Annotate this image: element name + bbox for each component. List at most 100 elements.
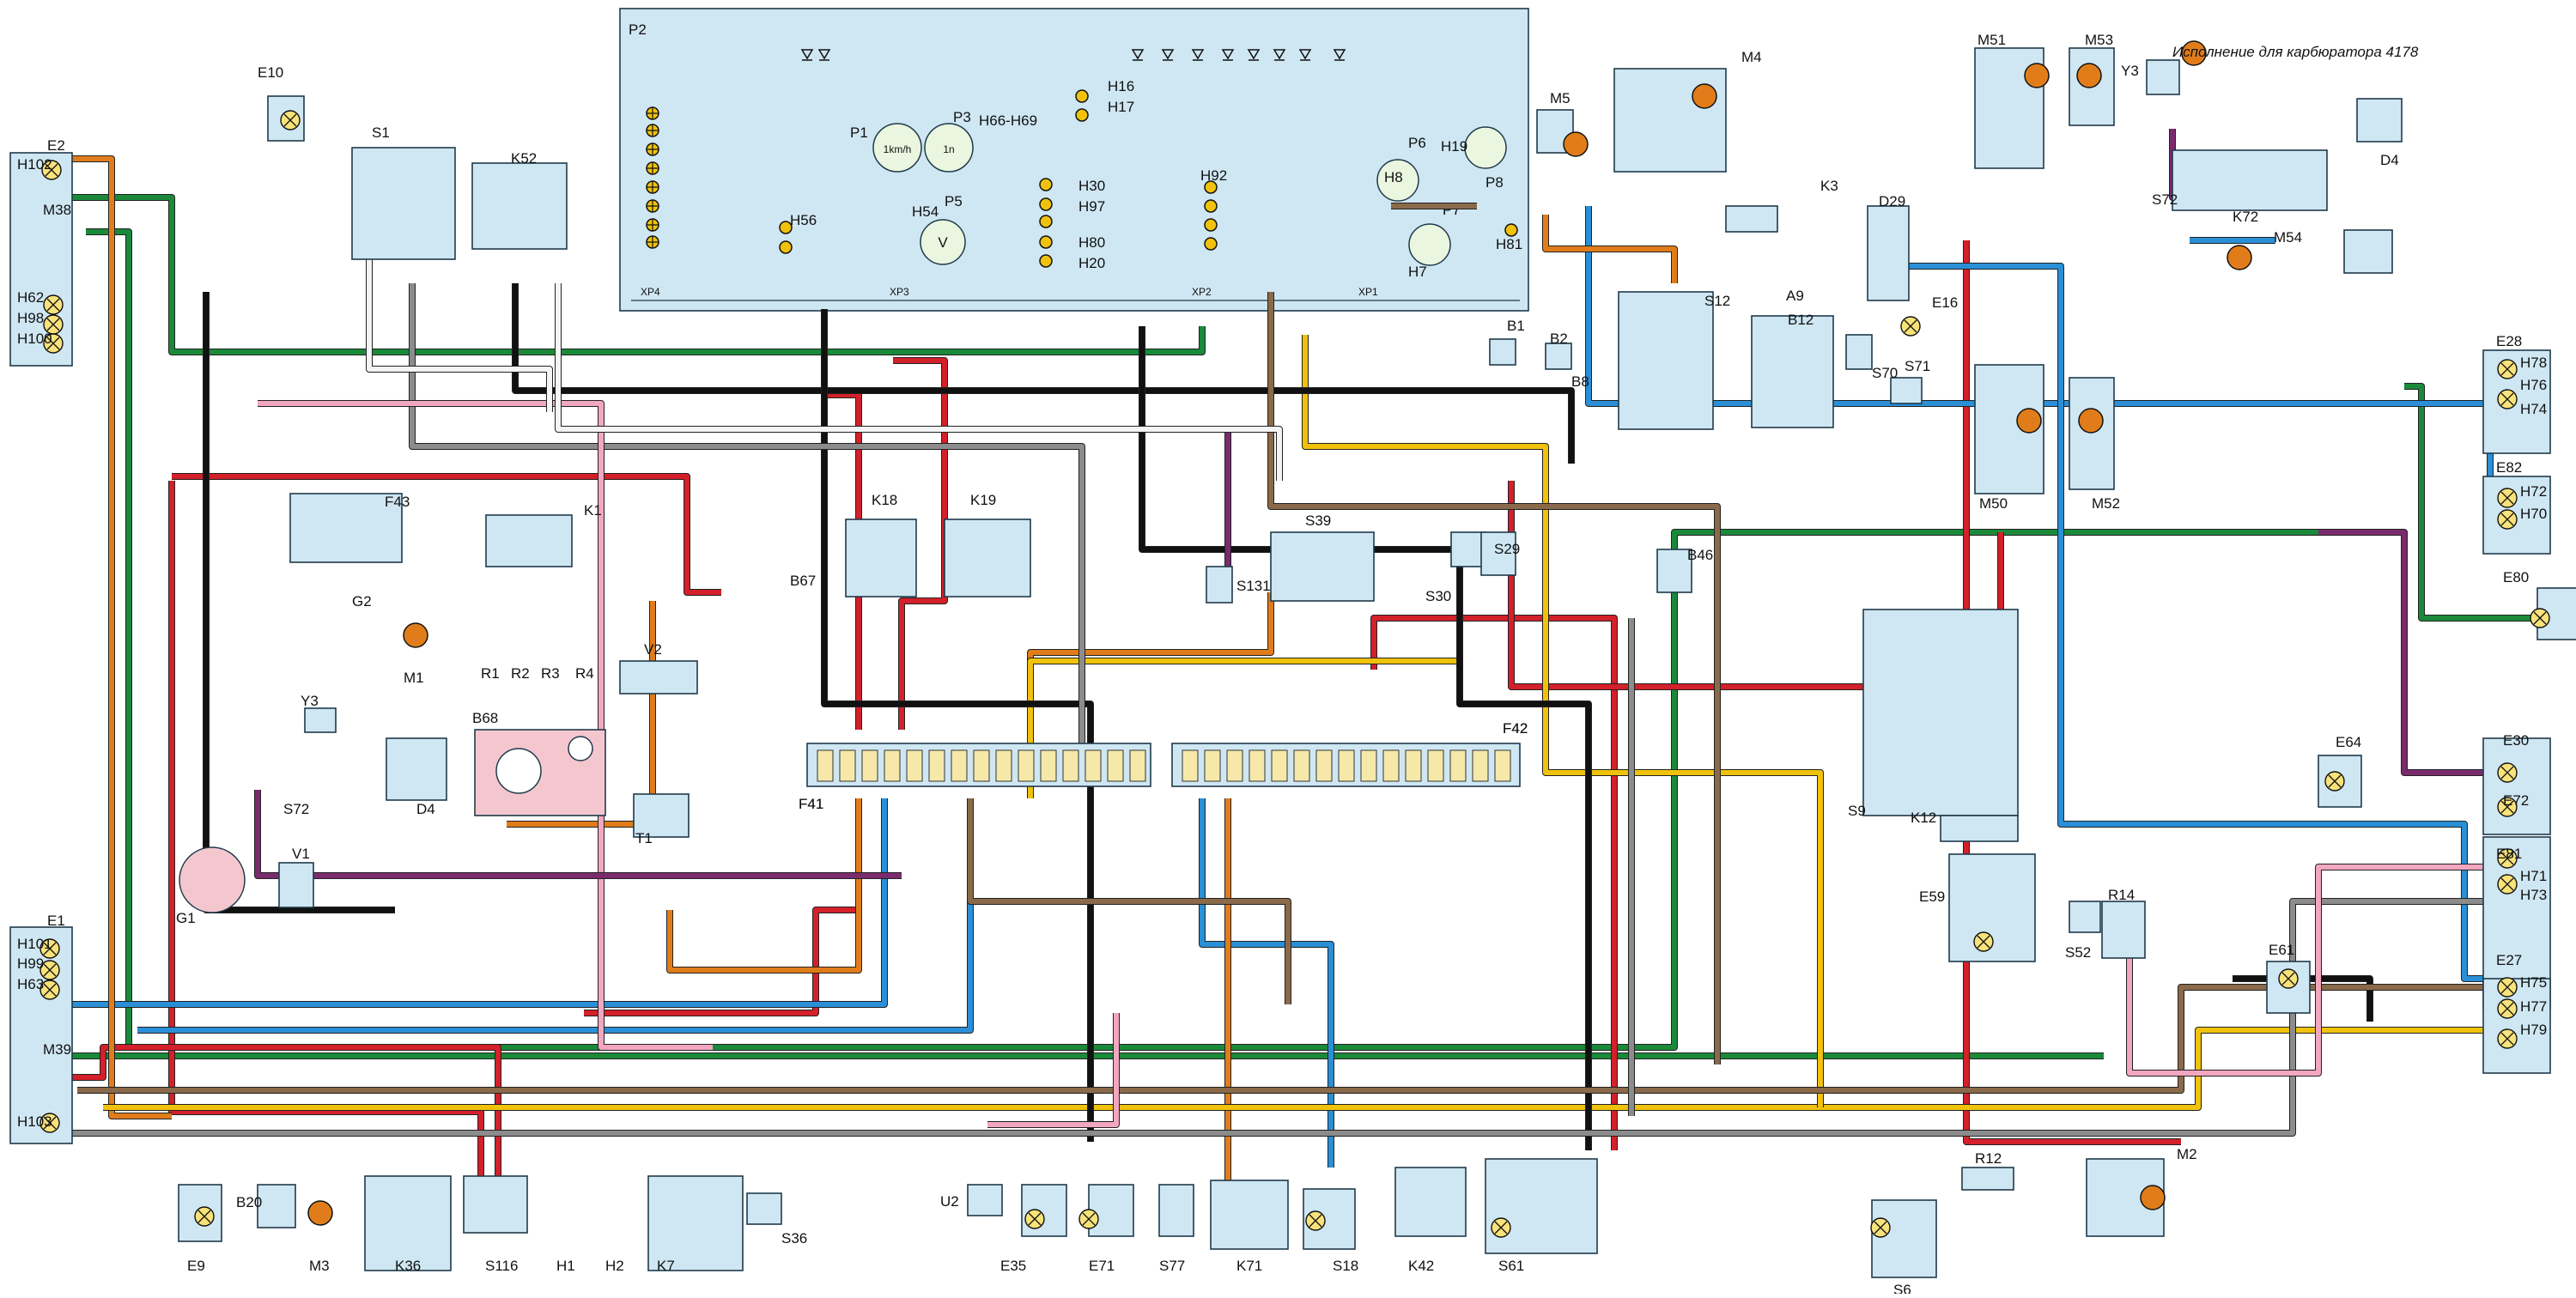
label-s39: S39 [1305,513,1331,529]
wire-black [513,283,1574,464]
fuse [995,749,1012,782]
component-box [2069,377,2115,490]
diode-icon [1333,49,1346,61]
component-box [2482,737,2551,835]
label-e72: E72 [2503,792,2529,809]
fuse [861,749,878,782]
diode-icon [1273,49,1286,61]
fuse [1129,749,1146,782]
label-h72: H72 [2520,483,2547,500]
label-r3: R3 [541,665,560,682]
wire-red [169,481,483,1176]
wire-white [367,172,552,412]
label-m2: M2 [2177,1146,2197,1162]
label-e30: E30 [2503,732,2529,749]
component-box [9,926,73,1144]
label-b20: B20 [236,1194,262,1210]
warning-lamp [779,221,793,234]
motors [307,40,2252,1226]
fuse [1271,749,1288,782]
warning-lamp [779,240,793,254]
label-e35: E35 [1000,1258,1026,1274]
label-s71: S71 [1905,358,1930,374]
f42-label: F42 [1503,720,1528,737]
label-s77: S77 [1159,1258,1185,1274]
component-box [2482,978,2551,1074]
p1-label: P1 [850,124,868,141]
label-h73: H73 [2520,887,2547,903]
component-box [1656,549,1692,593]
fuse [1084,749,1102,782]
motor-icon [1563,131,1589,157]
wire-blue [1889,264,2533,981]
warning-lamps [646,89,1518,268]
diode-icon [1161,49,1175,61]
wire-blue [1200,798,1334,1168]
instrument-cluster-p2: P2 XP4 XP3 XP2 XP1 1km/h P1 1n P3 V P5 H… [619,8,1529,312]
wire-harness [52,129,2533,1185]
component-box [1021,1184,1067,1237]
label-e28: E28 [2496,333,2522,349]
component-box [1480,531,1516,576]
label-g1: G1 [176,910,196,926]
component-box [845,519,917,597]
component-box [2069,901,2101,933]
label-h77: H77 [2520,998,2547,1015]
label-v2: V2 [644,641,662,658]
motor-icon [2181,40,2207,66]
wire-grey [60,899,2533,1136]
fuse [839,749,856,782]
label-h76: H76 [2520,377,2547,393]
label-y3b: Y3 [2121,63,2139,79]
label-h70: H70 [2520,506,2547,522]
label-k71: K71 [1236,1258,1262,1274]
label-s12: S12 [1704,293,1730,309]
label-d4a: D4 [416,801,435,817]
label-h99: H99 [17,955,44,972]
p3-unit: 1n [943,143,954,155]
h97-label: H97 [1078,198,1105,215]
h17-label: H17 [1108,99,1134,115]
fuse [928,749,945,782]
wire-orange [1543,215,1677,283]
label-s116: S116 [485,1258,518,1274]
component-box [1725,205,1778,233]
fuse [1494,749,1511,782]
h20-label: H20 [1078,255,1105,271]
diode-row [800,49,1346,61]
label-k19: K19 [970,492,996,508]
warning-lamp [1039,235,1053,249]
motor-icon [403,622,428,648]
wire-red [584,798,861,1016]
p6-label: P6 [1408,135,1426,151]
label-h101: H101 [17,936,52,952]
warning-lamp [1204,237,1218,251]
label-h75: H75 [2520,974,2547,991]
fuse-block-f42: F42 [1171,720,1528,787]
label-m38: M38 [43,202,71,218]
wire-grey [410,283,1084,747]
label-b12: B12 [1788,312,1814,328]
label-b46: B46 [1687,547,1713,563]
fuse [1338,749,1355,782]
wire-outline [821,309,1094,1142]
h30-label: H30 [1078,178,1105,194]
wire-yellow [1303,335,1823,1107]
label-s131: S131 [1236,578,1271,594]
wire-outline [172,473,721,596]
fuse [1449,749,1467,782]
component-box [1489,338,1516,366]
label-e1: E1 [47,913,65,929]
fuse [1107,749,1124,782]
wire-red [1371,616,1617,1150]
wire-violet [2318,530,2533,775]
fuse [1062,749,1079,782]
component-box [1862,609,2019,816]
fuse [1427,749,1444,782]
wire-white [556,283,1282,481]
label-m53: M53 [2085,32,2113,48]
wire-outline [60,194,175,258]
component-box [633,793,690,838]
label-e27: E27 [2496,952,2522,968]
wire-green [283,326,1205,355]
